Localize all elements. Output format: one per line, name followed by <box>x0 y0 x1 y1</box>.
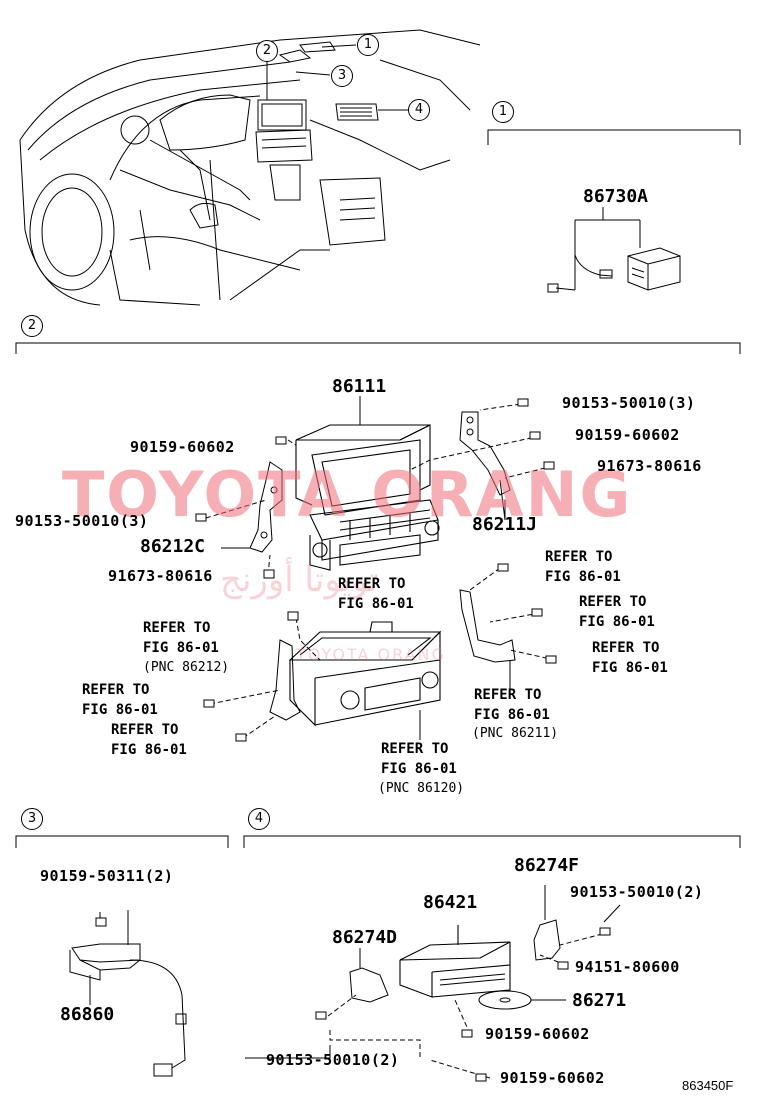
refer-to-fig-8[interactable]: REFER TO FIG 86-01 <box>111 722 187 758</box>
part-90153-50010-2-a[interactable]: 90153-50010(2) <box>570 883 704 901</box>
bracket-86212 <box>269 639 301 721</box>
section-1-frame <box>487 129 741 145</box>
part-90159-60602-c[interactable]: 90159-60602 <box>485 1025 590 1043</box>
car-interior-overview <box>19 29 481 306</box>
part-94151-80600[interactable]: 94151-80600 <box>575 958 680 976</box>
part-86211J[interactable]: 86211J <box>472 514 538 535</box>
bracket-86211J <box>459 411 511 521</box>
refer-to-fig-6[interactable]: REFER TO FIG 86-01 <box>82 682 158 718</box>
section-4-frame <box>243 835 741 848</box>
bracket-86274F <box>533 885 561 961</box>
refer-to-fig-1[interactable]: REFER TO FIG 86-01 <box>545 549 621 585</box>
part-86860-drawing <box>69 910 187 1077</box>
refer-to-fig-7[interactable]: REFER TO FIG 86-01 <box>474 687 550 723</box>
part-86730A-drawing <box>547 207 681 293</box>
callout-2[interactable]: 2 <box>256 40 278 62</box>
refer-to-fig-5[interactable]: REFER TO FIG 86-01 <box>592 640 668 676</box>
bracket-86211 <box>459 589 516 663</box>
figure-code: 863450F <box>682 1078 734 1093</box>
disc-86271 <box>478 990 566 1010</box>
part-86860[interactable]: 86860 <box>60 1004 115 1025</box>
watermark-small: TOYOTA ORANG <box>296 645 446 664</box>
callout-4[interactable]: 4 <box>408 99 430 121</box>
part-86111[interactable]: 86111 <box>332 376 387 397</box>
part-86120-audio-unit <box>288 621 442 727</box>
part-86111-display <box>295 424 440 571</box>
section-1-number: 1 <box>492 101 514 123</box>
pnc-86212: (PNC 86212) <box>143 660 230 675</box>
part-90159-60602-a[interactable]: 90159-60602 <box>130 438 235 456</box>
refer-to-fig-4[interactable]: REFER TO FIG 86-01 <box>143 620 219 656</box>
refer-to-fig-2[interactable]: REFER TO FIG 86-01 <box>338 576 414 612</box>
part-86212C[interactable]: 86212C <box>140 536 206 557</box>
section-4-solid-leaders <box>245 904 621 1059</box>
pnc-86120: (PNC 86120) <box>378 781 465 796</box>
section-2-solid-leaders <box>221 396 511 740</box>
part-86274D[interactable]: 86274D <box>332 927 398 948</box>
part-90153-50010-2-b[interactable]: 90153-50010(2) <box>266 1051 400 1069</box>
section-2-frame <box>15 342 741 354</box>
refer-to-fig-3[interactable]: REFER TO FIG 86-01 <box>579 594 655 630</box>
pnc-86211: (PNC 86211) <box>472 726 559 741</box>
part-90159-60602-d[interactable]: 90159-60602 <box>500 1069 605 1087</box>
refer-to-fig-9[interactable]: REFER TO FIG 86-01 <box>381 741 457 777</box>
part-86274F[interactable]: 86274F <box>514 855 580 876</box>
watermark-latin: TOYOTA ORANG <box>62 458 633 531</box>
bracket-86274D <box>349 948 389 1003</box>
section-2-number: 2 <box>21 315 43 337</box>
callout-1[interactable]: 1 <box>357 34 379 56</box>
part-86730A[interactable]: 86730A <box>583 186 649 207</box>
part-90153-50010-3-b[interactable]: 90153-50010(3) <box>15 512 149 530</box>
part-91673-80616-a[interactable]: 91673-80616 <box>597 457 702 475</box>
part-90159-50311-2[interactable]: 90159-50311(2) <box>40 867 174 885</box>
part-90159-60602-b[interactable]: 90159-60602 <box>575 426 680 444</box>
part-86421-receiver <box>399 925 511 998</box>
part-86421[interactable]: 86421 <box>423 892 478 913</box>
bolt-markers <box>95 398 611 1082</box>
section-3-frame <box>15 835 229 848</box>
part-90153-50010-3-a[interactable]: 90153-50010(3) <box>562 394 696 412</box>
bracket-86212C <box>249 461 283 553</box>
section-4-number: 4 <box>248 808 270 830</box>
part-86271[interactable]: 86271 <box>572 990 627 1011</box>
watermark-arabic: تويوتا أورنج <box>220 560 379 600</box>
section-3-number: 3 <box>21 808 43 830</box>
callout-3[interactable]: 3 <box>331 65 353 87</box>
overview-leaders <box>266 44 408 111</box>
part-91673-80616-b[interactable]: 91673-80616 <box>108 567 213 585</box>
